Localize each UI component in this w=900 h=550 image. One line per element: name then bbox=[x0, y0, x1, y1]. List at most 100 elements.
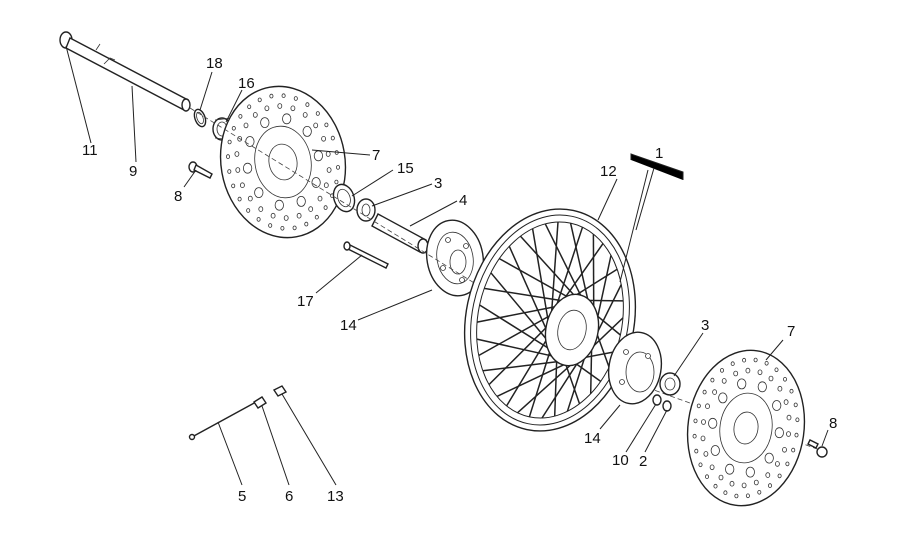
disc-hole bbox=[746, 467, 754, 477]
disc-hole bbox=[738, 379, 746, 389]
disc-hole bbox=[259, 207, 263, 212]
disc-rim bbox=[209, 76, 358, 247]
disc-hole bbox=[232, 184, 235, 188]
callout-8-left: 8 bbox=[174, 188, 182, 205]
disc-hole bbox=[257, 218, 260, 222]
disc-hole bbox=[768, 484, 771, 488]
disc-hole bbox=[294, 97, 297, 101]
disc-hole bbox=[248, 105, 251, 109]
axle-tip bbox=[182, 99, 190, 111]
disc-hole bbox=[247, 209, 250, 213]
disc-hole bbox=[243, 163, 251, 173]
disc-hole bbox=[278, 104, 282, 109]
disc-hole bbox=[297, 213, 301, 218]
disc-hole bbox=[275, 200, 283, 210]
callout-5: 5 bbox=[238, 488, 246, 505]
callout-1: 1 bbox=[655, 145, 663, 162]
callout-3-left: 3 bbox=[434, 175, 442, 192]
disc-hole bbox=[766, 473, 770, 478]
callout-3-right: 3 bbox=[701, 317, 709, 334]
disc-hole bbox=[711, 446, 719, 456]
disc-hole bbox=[246, 137, 254, 147]
disc-hole bbox=[795, 433, 798, 437]
callout-6: 6 bbox=[285, 488, 293, 505]
callout-15: 15 bbox=[397, 160, 414, 177]
callout-13: 13 bbox=[327, 488, 344, 505]
circlip-part bbox=[192, 108, 208, 128]
disc-hole bbox=[316, 112, 319, 116]
disc-hole bbox=[734, 371, 738, 376]
disc-hole bbox=[699, 463, 702, 467]
disc-hole bbox=[255, 188, 263, 198]
callout-8-right: 8 bbox=[829, 415, 837, 432]
disc-hole bbox=[706, 404, 710, 409]
disc-hole bbox=[703, 390, 706, 394]
callout-10: 10 bbox=[612, 452, 629, 469]
disc-hole bbox=[309, 207, 313, 212]
disc-hole bbox=[694, 419, 697, 423]
disc-hole bbox=[783, 377, 786, 381]
disc-hole bbox=[693, 434, 696, 438]
disc-hole bbox=[711, 378, 714, 382]
callout-17: 17 bbox=[297, 293, 314, 310]
disc-hole bbox=[792, 448, 795, 452]
disc-hole bbox=[228, 140, 231, 144]
disc-hole bbox=[297, 196, 305, 206]
disc-hole bbox=[704, 452, 708, 457]
disc-hole bbox=[746, 494, 749, 498]
disc-hole bbox=[765, 361, 768, 365]
disc-hole bbox=[775, 462, 779, 467]
bearing-part-right bbox=[660, 373, 680, 395]
disc-hole bbox=[235, 152, 239, 157]
disc-hole bbox=[701, 436, 705, 441]
callout-2: 2 bbox=[639, 453, 647, 470]
disc-hole bbox=[719, 475, 723, 480]
disc-hole bbox=[282, 94, 285, 98]
disc-hole bbox=[775, 428, 783, 438]
disc-hole bbox=[796, 418, 799, 422]
disc-hole bbox=[724, 491, 727, 495]
disc-hole bbox=[735, 494, 738, 498]
disc-hole bbox=[769, 376, 773, 381]
disc-hole bbox=[284, 216, 288, 221]
disc-hole bbox=[253, 113, 257, 118]
disc-hole bbox=[265, 106, 269, 111]
disc-hole bbox=[314, 151, 322, 161]
disc-hole bbox=[269, 224, 272, 228]
disc-hole bbox=[778, 474, 781, 478]
disc-hole bbox=[305, 222, 308, 226]
callout-12: 12 bbox=[600, 163, 617, 180]
disc-hole bbox=[258, 98, 261, 102]
disc-hole bbox=[248, 196, 252, 201]
disc-hole bbox=[790, 389, 793, 393]
axle-shaft bbox=[66, 38, 188, 110]
washer-part bbox=[653, 395, 661, 405]
disc-hole bbox=[228, 170, 231, 174]
disc-hole bbox=[765, 453, 773, 463]
disc-hole bbox=[719, 393, 727, 403]
disc-hole bbox=[713, 390, 717, 395]
disc-hole bbox=[306, 103, 309, 107]
callout-9: 9 bbox=[129, 163, 137, 180]
disc-hole bbox=[794, 403, 797, 407]
nipple-part-13 bbox=[274, 386, 286, 396]
disc-hole bbox=[331, 136, 334, 140]
disc-hole bbox=[778, 386, 782, 391]
disc-hole bbox=[743, 358, 746, 362]
disc-hole bbox=[244, 123, 248, 128]
disc-hole bbox=[226, 155, 229, 159]
disc-hole bbox=[291, 106, 295, 111]
disc-hole bbox=[318, 196, 322, 201]
disc-hole bbox=[754, 358, 757, 362]
disc-hole bbox=[303, 113, 307, 118]
callout-7-right: 7 bbox=[787, 323, 795, 340]
disc-hole bbox=[240, 183, 244, 188]
disc-hole bbox=[261, 118, 269, 128]
disc-hole bbox=[314, 123, 318, 128]
callout-4: 4 bbox=[459, 192, 467, 209]
disc-hole bbox=[271, 213, 275, 218]
disc-hole bbox=[236, 168, 240, 173]
right-brake-disc bbox=[678, 343, 815, 514]
